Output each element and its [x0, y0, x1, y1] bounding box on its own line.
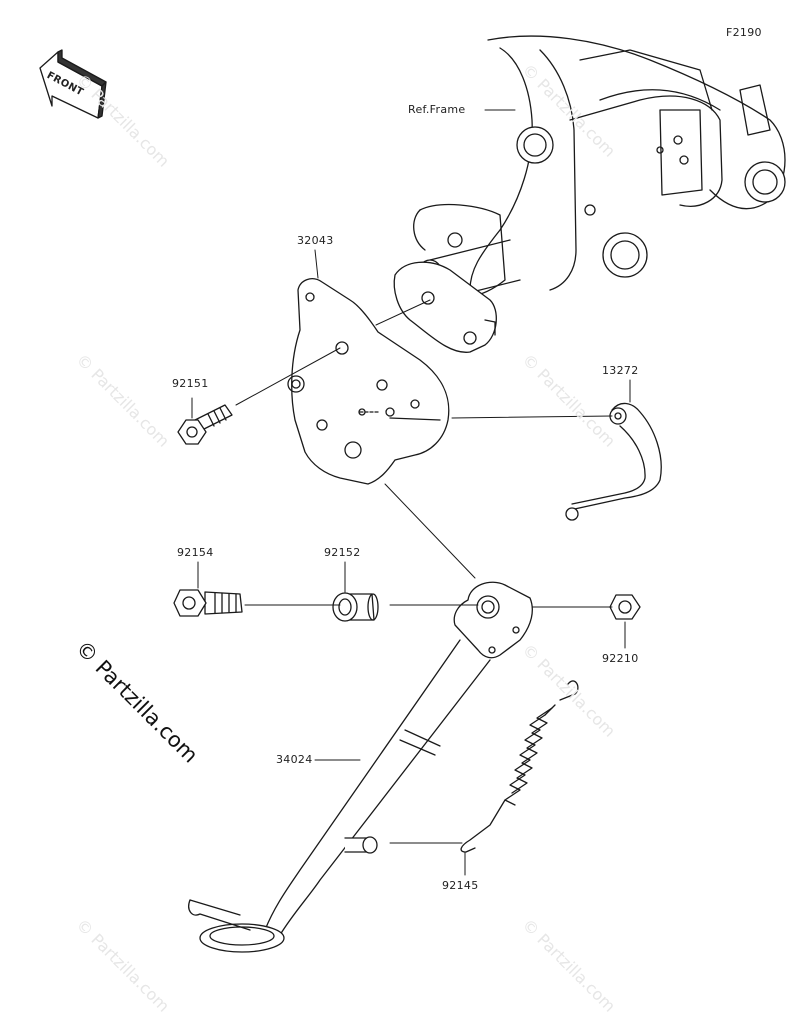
- part-label-92154: 92154: [177, 546, 214, 559]
- bracket-plate-32043: [287, 278, 450, 485]
- part-label-92152: 92152: [324, 546, 361, 559]
- leader-lines: [191, 109, 631, 876]
- part-label-13272: 13272: [602, 364, 639, 377]
- part-label-34024: 34024: [276, 753, 313, 766]
- bolt-92151: [177, 404, 233, 445]
- part-label-92210: 92210: [602, 652, 639, 665]
- pin-13272: [565, 402, 662, 521]
- part-label-32043: 32043: [297, 234, 334, 247]
- spring-92145: [460, 680, 579, 853]
- nut-92210: [609, 594, 641, 620]
- figure-code: F2190: [726, 26, 762, 39]
- front-arrow-icon: [39, 49, 107, 119]
- side-stand-34024: [188, 581, 533, 953]
- bolt-92154: [173, 589, 243, 617]
- ref-frame-label: Ref.Frame: [408, 103, 466, 116]
- part-label-92145: 92145: [442, 879, 479, 892]
- frame-assembly: [393, 35, 786, 353]
- collar-92152: [332, 592, 379, 622]
- part-label-92151: 92151: [172, 377, 209, 390]
